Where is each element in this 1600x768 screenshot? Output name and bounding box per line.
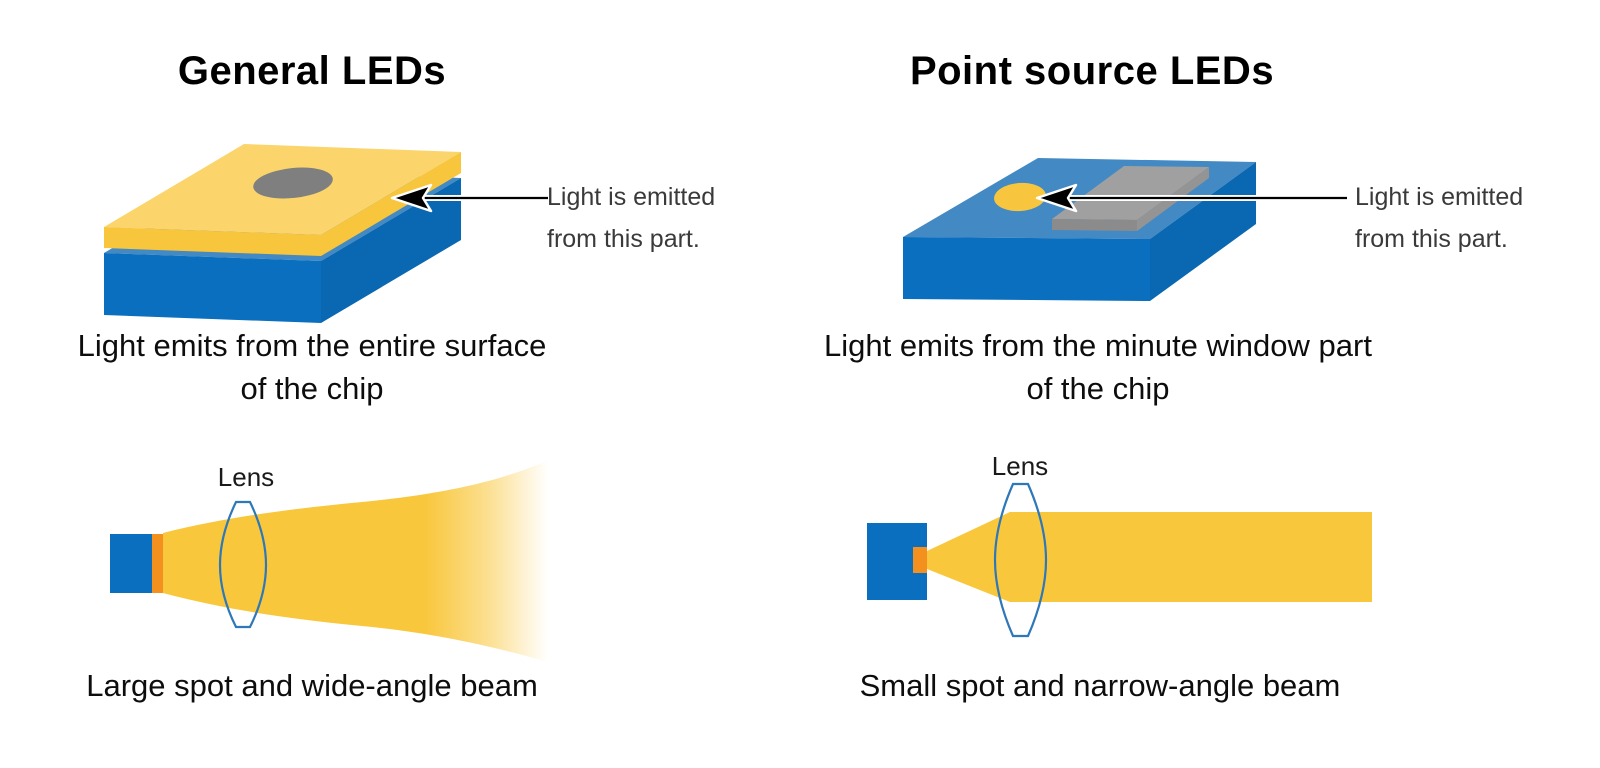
left-beam-caption: Large spot and wide-angle beam (86, 668, 538, 703)
left-annotation-arrow-icon (390, 183, 548, 213)
lens-outline (218, 500, 268, 629)
narrow-beam-shape (927, 512, 1372, 602)
wide-beam-shape (163, 460, 548, 662)
right-beam-caption: Small spot and narrow-angle beam (859, 668, 1341, 703)
led-emitting-surface (152, 534, 163, 593)
right-lens-label: Lens (991, 451, 1049, 481)
chip-electrode-oval (253, 167, 333, 199)
right-chip-caption: Light emits from the minute window part … (788, 324, 1408, 410)
right-annotation-arrow-icon (1035, 183, 1347, 213)
chip-plate-top-face (1052, 166, 1209, 220)
right-annotation-line2: from this part. (1355, 225, 1508, 253)
chip-emitting-window-oval (994, 182, 1046, 212)
right-chip-caption-line1: Light emits from the minute window part (824, 328, 1372, 363)
right-chip-caption-line2: of the chip (1026, 371, 1170, 406)
chip-phosphor-front-face (104, 227, 321, 256)
left-annotation-line2: from this part. (547, 225, 700, 253)
right-annotation-text: Light is emitted from this part. (1355, 176, 1523, 260)
chip-base-front-face (104, 253, 321, 323)
point-source-led-chip-illustration (903, 158, 1256, 301)
general-led-chip-illustration (104, 144, 461, 323)
right-section-title: Point source LEDs (909, 49, 1275, 93)
left-chip-caption-line2: of the chip (240, 371, 384, 406)
led-body (110, 534, 152, 593)
chip-base-right-face (321, 178, 461, 323)
left-section-title: General LEDs (177, 49, 447, 93)
led-emitting-point (913, 547, 927, 573)
chip-phosphor-right-face (321, 152, 461, 256)
chip-plate-front-face (1052, 219, 1137, 231)
left-annotation-line1: Light is emitted (547, 183, 716, 211)
wide-beam-illustration (110, 460, 548, 662)
left-lens-label: Lens (217, 462, 275, 492)
narrow-beam-illustration (867, 482, 1372, 638)
chip-front-face (903, 237, 1150, 301)
lens-outline (993, 482, 1048, 638)
left-annotation-text: Light is emitted from this part. (547, 176, 715, 260)
left-chip-caption: Light emits from the entire surface of t… (17, 324, 607, 410)
right-annotation-line1: Light is emitted (1355, 183, 1524, 211)
left-chip-caption-line1: Light emits from the entire surface (77, 328, 547, 363)
